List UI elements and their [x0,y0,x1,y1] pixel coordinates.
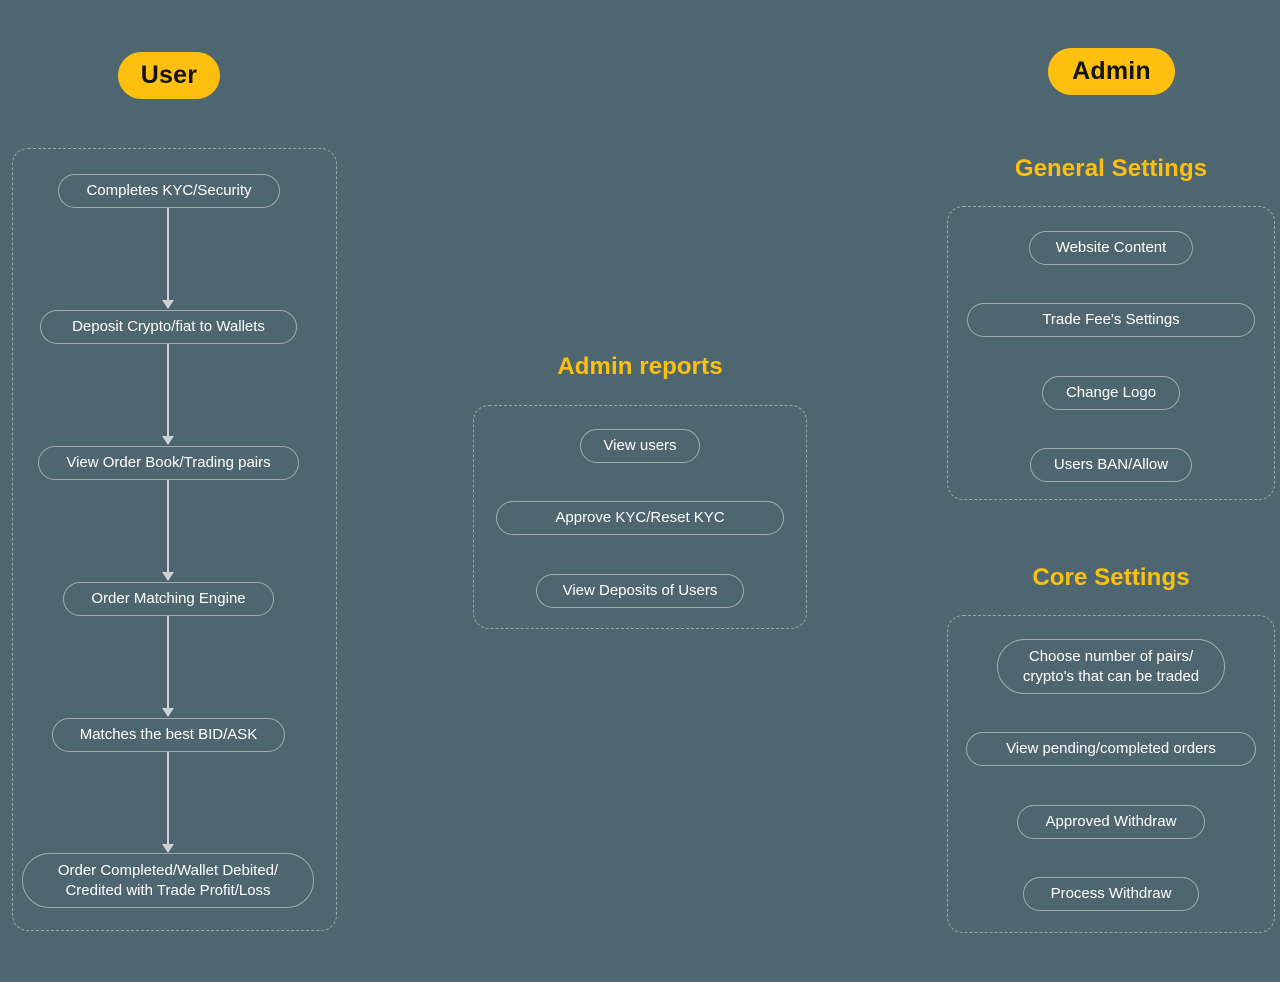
general-settings-node-label: Change Logo [1065,384,1157,402]
general-settings-node-change-logo[interactable]: Change Logo [1042,376,1180,410]
user-arrowhead-5 [162,844,174,853]
admin-reports-node-label: View users [603,437,677,455]
user-arrowhead-4 [162,708,174,717]
admin-reports-title: Admin reports [470,353,810,381]
admin-reports-node-label: Approve KYC/Reset KYC [555,509,725,527]
core-settings-node-label: Approved Withdraw [1045,813,1177,831]
user-node-deposit-crypto[interactable]: Deposit Crypto/fiat to Wallets [40,310,297,344]
admin-reports-group [473,405,807,629]
admin-reports-node-view-users[interactable]: View users [580,429,700,463]
core-settings-title: Core Settings [941,564,1280,592]
general-settings-node-trade-fee-settings[interactable]: Trade Fee's Settings [967,303,1255,337]
admin-actor-badge-label: Admin [1072,57,1151,85]
user-node-matches-bid-ask[interactable]: Matches the best BID/ASK [52,718,285,752]
core-settings-title-label: Core Settings [1032,564,1190,591]
user-actor-badge[interactable]: User [118,52,220,99]
core-settings-node-label: View pending/completed orders [1006,740,1216,758]
user-node-label: Order Completed/Wallet Debited/ Credited… [57,862,279,899]
user-node-view-order-book[interactable]: View Order Book/Trading pairs [38,446,299,480]
general-settings-node-label: Website Content [1055,239,1167,257]
user-actor-badge-label: User [140,61,198,89]
user-arrowhead-1 [162,300,174,309]
core-settings-node-label: Choose number of pairs/ crypto's that ca… [1022,648,1200,685]
user-node-label: Order Matching Engine [91,590,246,608]
admin-actor-badge[interactable]: Admin [1048,48,1175,95]
core-settings-node-process-withdraw[interactable]: Process Withdraw [1023,877,1199,911]
user-connector-5 [167,752,169,846]
user-connector-2 [167,344,169,438]
general-settings-node-label: Users BAN/Allow [1053,456,1169,474]
user-flow-group [12,148,337,931]
general-settings-title-label: General Settings [1014,155,1208,182]
user-node-completes-kyc[interactable]: Completes KYC/Security [58,174,280,208]
user-node-label: Deposit Crypto/fiat to Wallets [72,318,265,336]
user-node-label: View Order Book/Trading pairs [66,454,271,472]
user-node-label: Matches the best BID/ASK [79,726,258,744]
user-arrowhead-3 [162,572,174,581]
general-settings-title: General Settings [941,155,1280,183]
general-settings-node-website-content[interactable]: Website Content [1029,231,1193,265]
admin-reports-node-approve-kyc[interactable]: Approve KYC/Reset KYC [496,501,784,535]
core-settings-node-label: Process Withdraw [1050,885,1172,903]
user-arrowhead-2 [162,436,174,445]
admin-reports-node-label: View Deposits of Users [562,582,718,600]
user-connector-3 [167,480,169,574]
general-settings-node-users-ban-allow[interactable]: Users BAN/Allow [1030,448,1192,482]
user-node-order-matching-engine[interactable]: Order Matching Engine [63,582,274,616]
core-settings-group [947,615,1275,933]
admin-reports-node-view-deposits[interactable]: View Deposits of Users [536,574,744,608]
core-settings-node-view-orders[interactable]: View pending/completed orders [966,732,1256,766]
user-node-order-completed[interactable]: Order Completed/Wallet Debited/ Credited… [22,853,314,908]
user-connector-4 [167,616,169,710]
user-connector-1 [167,208,169,302]
core-settings-node-approved-withdraw[interactable]: Approved Withdraw [1017,805,1205,839]
general-settings-group [947,206,1275,500]
user-node-label: Completes KYC/Security [86,182,252,200]
admin-reports-title-label: Admin reports [557,353,723,380]
core-settings-node-choose-pairs[interactable]: Choose number of pairs/ crypto's that ca… [997,639,1225,694]
general-settings-node-label: Trade Fee's Settings [1042,311,1180,329]
